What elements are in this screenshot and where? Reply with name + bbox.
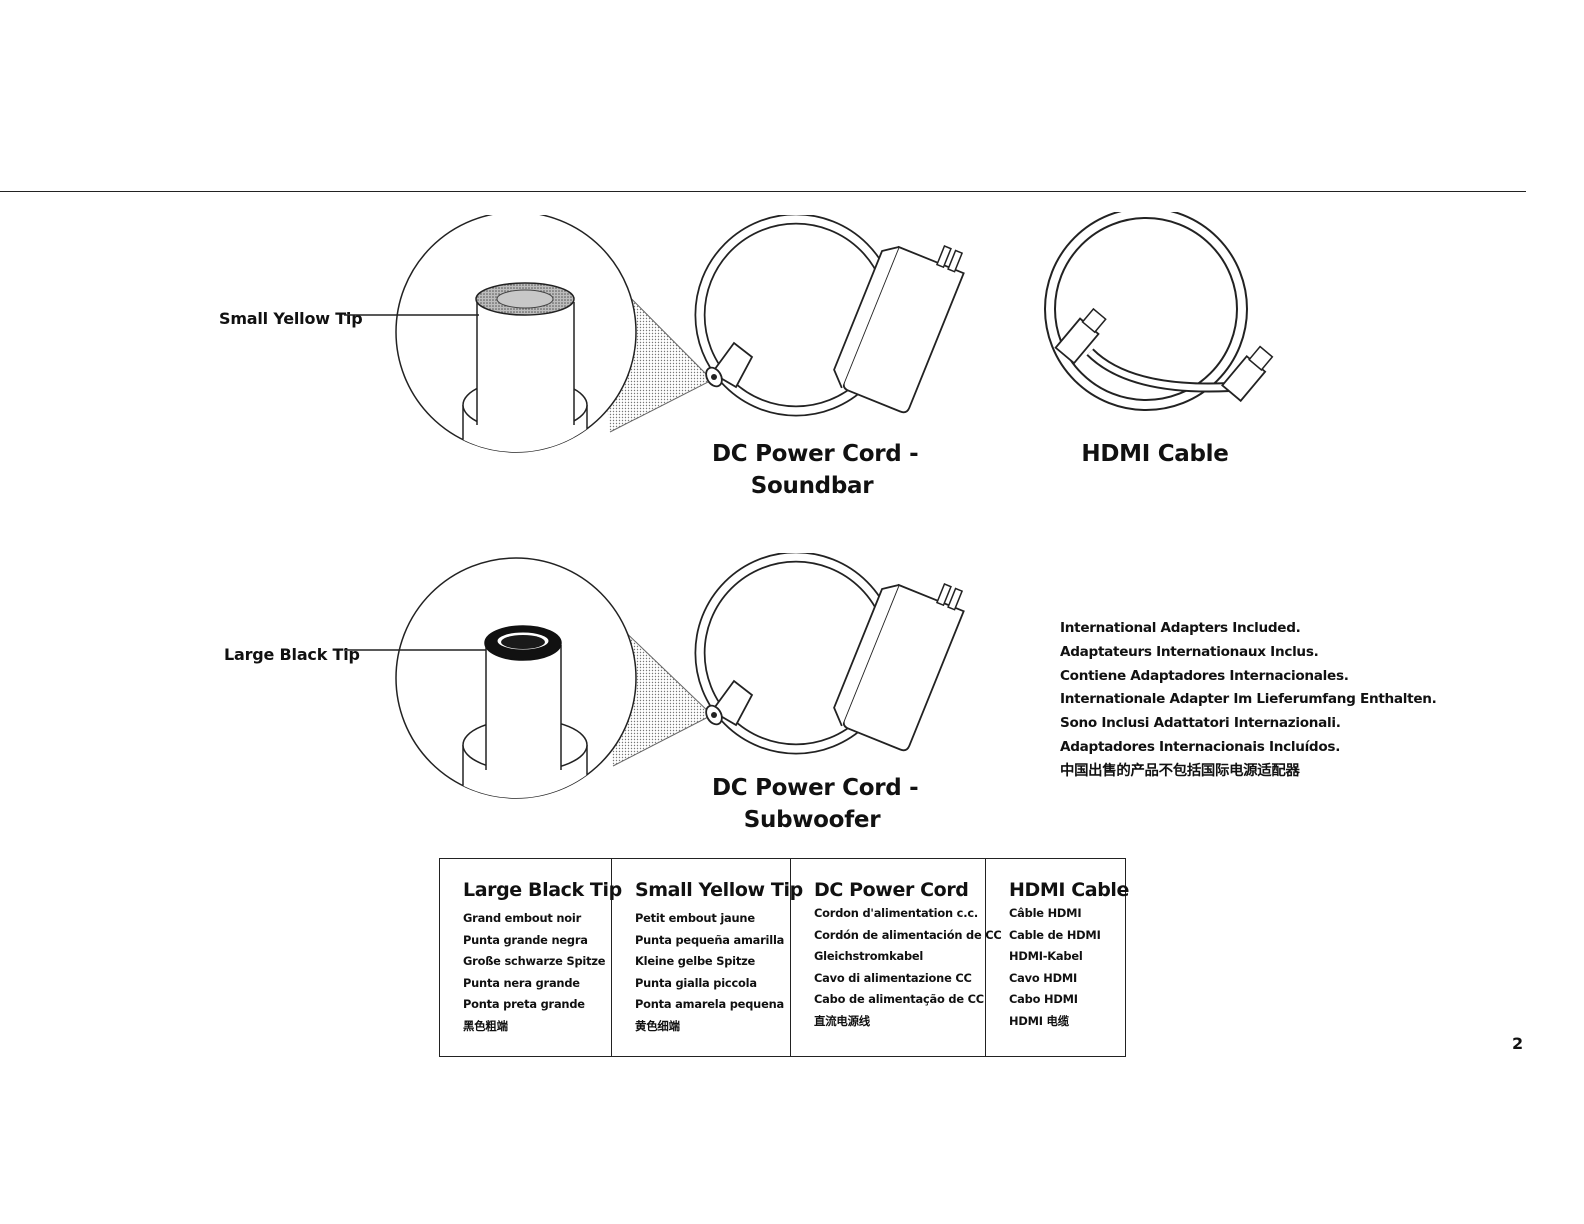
list-item: HDMI 电缆 bbox=[1009, 1013, 1069, 1028]
list-item: Ponta amarela pequena bbox=[635, 997, 784, 1011]
table-column-small-yellow-tip: Small Yellow Tip Petit embout jaune Punt… bbox=[612, 859, 803, 1056]
list-item: 黑色粗端 bbox=[463, 1018, 508, 1033]
list-item: Cordón de alimentación de CC bbox=[814, 927, 1002, 942]
table-column-hdmi-cable: HDMI Cable Câble HDMI Cable de HDMI HDMI… bbox=[986, 859, 1130, 1056]
list-item: Cabo HDMI bbox=[1009, 992, 1078, 1006]
top-divider bbox=[0, 191, 1526, 192]
list-item: Punta pequeña amarilla bbox=[635, 932, 785, 947]
caption-dc-power-cord-soundbar: DC Power Cord - Soundbar bbox=[712, 441, 919, 499]
list-item: Cavo di alimentazione CC bbox=[814, 970, 972, 985]
list-item: Cable de HDMI bbox=[1009, 927, 1101, 942]
list-item: 黄色细端 bbox=[635, 1018, 680, 1033]
translation-table: Large Black Tip Grand embout noir Punta … bbox=[439, 858, 1130, 1057]
intl-line-es: Contiene Adaptadores Internacionales. bbox=[1060, 667, 1349, 684]
column-heading: HDMI Cable bbox=[1009, 879, 1130, 901]
intl-line-it: Sono Inclusi Adattatori Internazionali. bbox=[1060, 715, 1341, 732]
list-item: Cordon d'alimentation c.c. bbox=[814, 906, 979, 920]
callout-large-black-tip: Large Black Tip bbox=[224, 645, 360, 664]
list-item: Punta nera grande bbox=[463, 975, 580, 990]
small-yellow-tip-illustration bbox=[344, 215, 713, 453]
international-adapters-note: International Adapters Included. Adaptat… bbox=[1060, 617, 1437, 784]
list-item: Punta gialla piccola bbox=[635, 975, 757, 990]
hdmi-cable-illustration bbox=[1044, 212, 1274, 411]
list-item: Grand embout noir bbox=[463, 911, 582, 925]
caption-hdmi-cable: HDMI Cable bbox=[1081, 441, 1229, 467]
list-item: Ponta preta grande bbox=[463, 997, 585, 1011]
intl-line-zh: 中国出售的产品不包括国际电源适配器 bbox=[1060, 762, 1300, 779]
list-item: Große schwarze Spitze bbox=[463, 954, 606, 968]
table-column-dc-power-cord: DC Power Cord Cordon d'alimentation c.c.… bbox=[791, 859, 1002, 1056]
list-item: 直流电源线 bbox=[814, 1013, 870, 1028]
list-item: Cavo HDMI bbox=[1009, 970, 1078, 985]
column-heading: Large Black Tip bbox=[463, 879, 622, 901]
callout-small-yellow-tip: Small Yellow Tip bbox=[219, 309, 363, 328]
column-heading: Small Yellow Tip bbox=[635, 879, 803, 901]
dc-power-cord-subwoofer-illustration bbox=[694, 553, 965, 755]
caption-dc-power-cord-subwoofer: DC Power Cord - Subwoofer bbox=[712, 775, 919, 833]
list-item: Gleichstromkabel bbox=[814, 949, 924, 963]
intl-line-en: International Adapters Included. bbox=[1060, 620, 1301, 636]
list-item: Kleine gelbe Spitze bbox=[635, 954, 756, 968]
intl-line-de: Internationale Adapter Im Lieferumfang E… bbox=[1060, 691, 1437, 708]
list-item: Petit embout jaune bbox=[635, 911, 755, 925]
list-item: HDMI-Kabel bbox=[1009, 949, 1083, 963]
dc-power-cord-soundbar-illustration bbox=[694, 215, 965, 417]
list-item: Cabo de alimentação de CC bbox=[814, 992, 984, 1006]
list-item: Câble HDMI bbox=[1009, 906, 1082, 920]
intl-line-pt: Adaptadores Internacionais Incluídos. bbox=[1060, 738, 1341, 755]
page-number: 2 bbox=[1512, 1034, 1524, 1053]
large-black-tip-illustration bbox=[344, 557, 713, 799]
list-item: Punta grande negra bbox=[463, 932, 588, 947]
intl-line-fr: Adaptateurs Internationaux Inclus. bbox=[1060, 643, 1319, 660]
column-heading: DC Power Cord bbox=[814, 879, 969, 901]
table-column-large-black-tip: Large Black Tip Grand embout noir Punta … bbox=[440, 859, 622, 1056]
